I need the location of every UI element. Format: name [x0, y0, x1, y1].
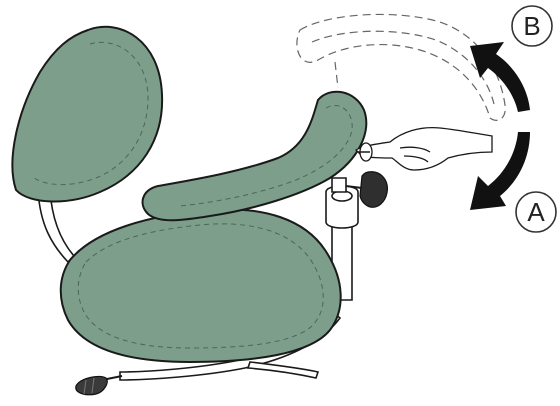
label-b-marker: B [512, 6, 552, 46]
seat-cushion [61, 209, 341, 362]
label-a-text: A [527, 197, 545, 227]
label-a-marker: A [516, 192, 556, 232]
height-lever [76, 376, 122, 395]
curved-arrow-up-icon [470, 42, 530, 112]
hand-pressing-lever [356, 128, 492, 170]
label-b-text: B [523, 11, 540, 41]
rotate-up-arrow [470, 42, 530, 112]
